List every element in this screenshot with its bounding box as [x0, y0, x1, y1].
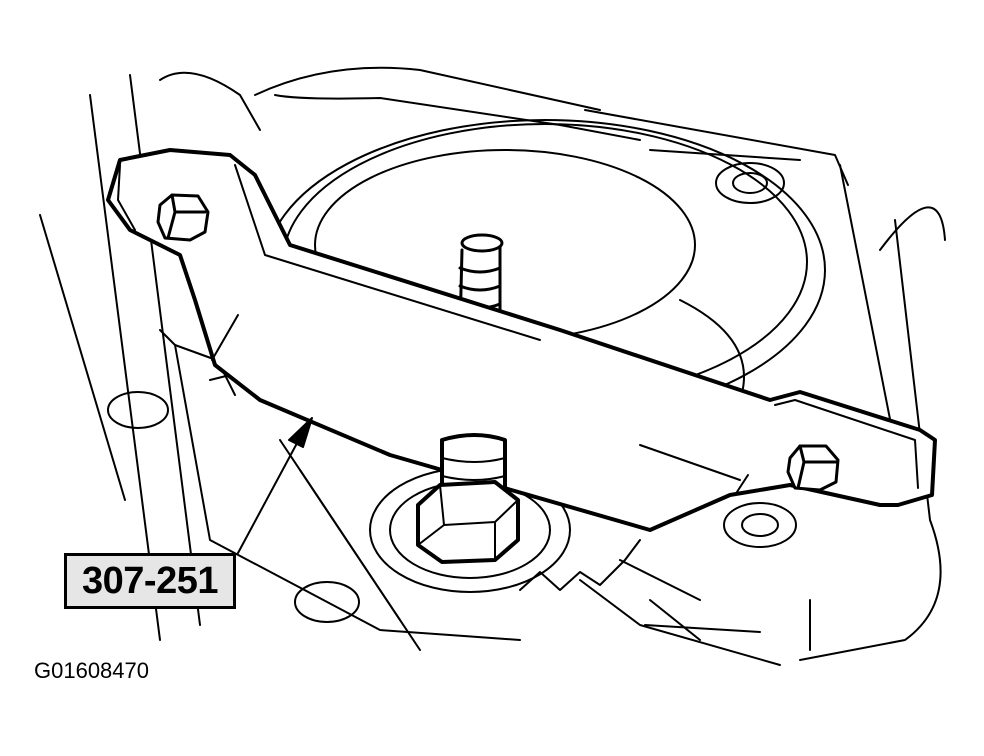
center-hex-bolt [416, 433, 520, 564]
figure-id: G01608470 [34, 658, 149, 683]
remover-bridge-tool [106, 148, 937, 532]
callout-leader-arrow [237, 417, 313, 554]
tool-number-text: 307-251 [82, 559, 218, 602]
housing-bosses [107, 162, 797, 623]
right-hex-bolt [786, 444, 840, 492]
tool-number-label: 307-251 [64, 553, 236, 609]
left-hex-bolt [156, 193, 210, 242]
